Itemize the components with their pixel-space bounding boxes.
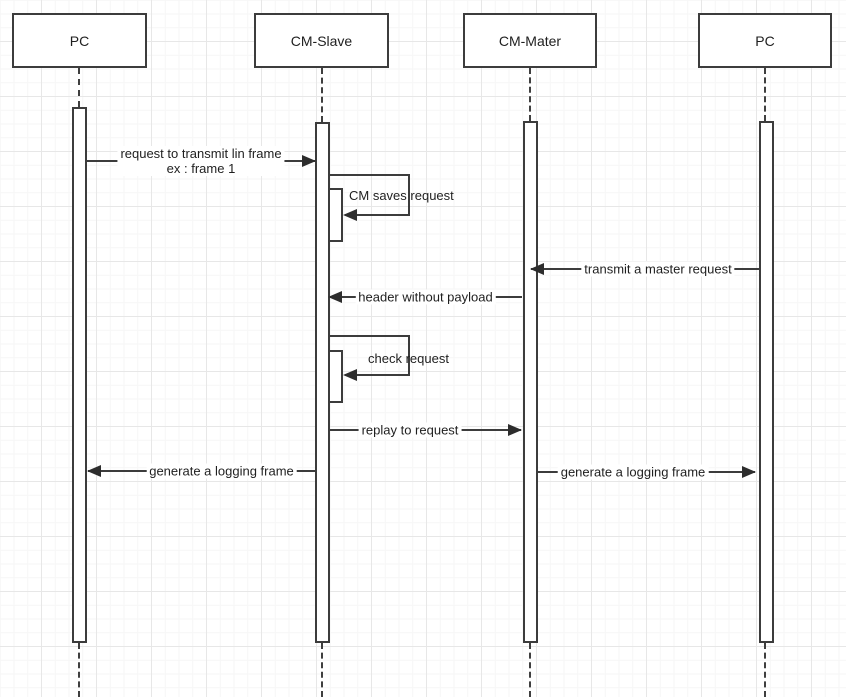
lifeline-pc-right[interactable] <box>764 68 766 121</box>
message-label-check-request[interactable]: check request <box>368 351 449 366</box>
lifeline-pc-left[interactable] <box>78 643 80 697</box>
lifeline-cm-slave[interactable] <box>321 68 323 122</box>
activation-bar-pc-left[interactable] <box>72 107 87 643</box>
self-message-check-bottom[interactable] <box>345 374 410 376</box>
message-label[interactable]: replay to request <box>358 422 462 438</box>
nested-activation-check-request[interactable] <box>328 350 343 403</box>
activation-bar-cm-mater[interactable] <box>523 121 538 643</box>
message-label-cm-saves-request[interactable]: CM saves request <box>349 188 454 203</box>
lifeline-cm-mater[interactable] <box>529 68 531 121</box>
message-generate-logging-frame-left[interactable]: generate a logging frame <box>87 463 315 479</box>
actor-box-pc-right[interactable]: PC <box>698 13 832 68</box>
self-message-check-side[interactable] <box>408 335 410 376</box>
arrowhead-left-icon <box>530 263 544 275</box>
message-label[interactable]: generate a logging frame <box>557 464 709 480</box>
actor-label: CM-Mater <box>498 32 562 49</box>
self-message-cm-saves-bottom[interactable] <box>345 214 410 216</box>
message-header-without-payload[interactable]: header without payload <box>328 289 522 305</box>
arrowhead-left-icon <box>87 465 101 477</box>
actor-box-cm-mater[interactable]: CM-Mater <box>463 13 597 68</box>
nested-activation-cm-saves-request[interactable] <box>328 188 343 242</box>
actor-label: PC <box>755 32 775 49</box>
message-label[interactable]: generate a logging frame <box>146 463 297 479</box>
lifeline-pc-left[interactable] <box>78 68 80 107</box>
arrowhead-right-icon <box>742 466 756 478</box>
self-message-check-top[interactable] <box>329 335 410 337</box>
self-message-cm-saves-side[interactable] <box>408 174 410 216</box>
activation-bar-pc-right[interactable] <box>759 121 774 643</box>
lifeline-cm-mater[interactable] <box>529 643 531 697</box>
lifeline-cm-slave[interactable] <box>321 643 323 697</box>
message-label[interactable]: transmit a master request <box>581 261 735 277</box>
actor-box-pc-left[interactable]: PC <box>12 13 147 68</box>
message-generate-logging-frame-right[interactable]: generate a logging frame <box>537 464 756 480</box>
actor-box-cm-slave[interactable]: CM-Slave <box>254 13 389 68</box>
arrowhead-left-icon <box>328 291 342 303</box>
actor-label: PC <box>69 32 90 49</box>
lifeline-pc-right[interactable] <box>764 643 766 697</box>
arrowhead-right-icon <box>508 424 522 436</box>
self-message-cm-saves-top[interactable] <box>329 174 410 176</box>
arrowhead-right-icon <box>302 155 316 167</box>
actor-label: CM-Slave <box>290 32 353 49</box>
message-replay-to-request[interactable]: replay to request <box>329 422 522 438</box>
message-label[interactable]: header without payload <box>355 289 496 305</box>
message-transmit-master-request[interactable]: transmit a master request <box>530 261 759 277</box>
